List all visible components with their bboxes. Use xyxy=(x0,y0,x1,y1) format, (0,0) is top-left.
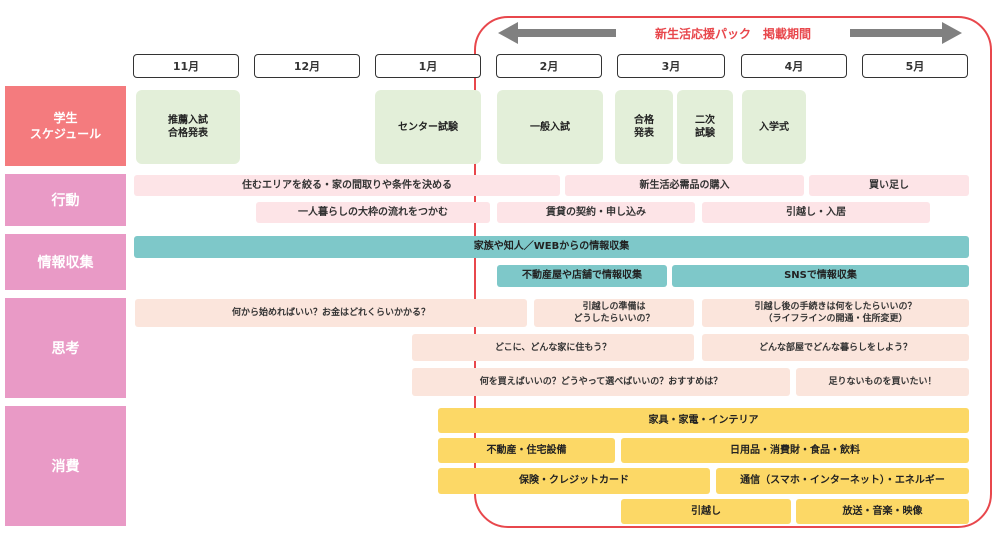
consumption-bar: 不動産・住宅設備 xyxy=(438,438,615,463)
consumption-bar: 日用品・消費財・食品・飲料 xyxy=(621,438,969,463)
action-bar: 新生活必需品の購入 xyxy=(565,175,804,196)
event-center-exam: センター試験 xyxy=(375,90,481,164)
info-bar: 家族や知人／WEBからの情報収集 xyxy=(134,236,969,258)
event-second-exam: 二次 試験 xyxy=(677,90,733,164)
consumption-bar: 通信（スマホ・インターネット）・エネルギー xyxy=(716,468,969,494)
action-bar: 買い足し xyxy=(809,175,969,196)
consumption-bar: 家具・家電・インテリア xyxy=(438,408,969,433)
arrow-left-icon xyxy=(498,22,616,44)
campaign-period-frame xyxy=(474,16,992,528)
thinking-bar: どんな部屋でどんな暮らしをしよう？ xyxy=(702,334,969,361)
info-bar: 不動産屋や店舗で情報収集 xyxy=(497,265,667,287)
arrow-right-icon xyxy=(850,22,962,44)
thinking-bar: どこに、どんな家に住もう？ xyxy=(412,334,694,361)
consumption-bar: 保険・クレジットカード xyxy=(438,468,710,494)
month-header: 4月 xyxy=(741,54,847,78)
thinking-bar: 何を買えばいいの？どうやって選べばいいの？おすすめは？ xyxy=(412,368,790,396)
thinking-bar: 引越しの準備は どうしたらいいの？ xyxy=(534,299,694,327)
month-header: 3月 xyxy=(617,54,725,78)
action-bar: 賃貸の契約・申し込み xyxy=(497,202,695,223)
consumption-bar: 放送・音楽・映像 xyxy=(796,499,969,524)
thinking-bar: 足りないものを買いたい！ xyxy=(796,368,969,396)
month-header: 5月 xyxy=(862,54,968,78)
row-label-thinking: 思考 xyxy=(5,298,126,398)
row-label-student-schedule: 学生 スケジュール xyxy=(5,86,126,166)
campaign-title: 新生活応援パック 掲載期間 xyxy=(654,27,811,41)
event-entrance: 入学式 xyxy=(742,90,806,164)
thinking-bar: 何から始めればいい？お金はどれくらいかかる？ xyxy=(135,299,527,327)
event-acceptance: 合格 発表 xyxy=(615,90,673,164)
thinking-bar: 引越し後の手続きは何をしたらいいの？ （ライフラインの開通・住所変更） xyxy=(702,299,969,327)
event-suisen: 推薦入試 合格発表 xyxy=(136,90,240,164)
action-bar: 一人暮らしの大枠の流れをつかむ xyxy=(256,202,490,223)
event-general-exam: 一般入試 xyxy=(497,90,603,164)
action-bar: 引越し・入居 xyxy=(702,202,930,223)
row-label-consumption: 消費 xyxy=(5,406,126,526)
month-header: 11月 xyxy=(133,54,239,78)
month-header: 12月 xyxy=(254,54,360,78)
consumption-bar: 引越し xyxy=(621,499,791,524)
month-header: 2月 xyxy=(496,54,602,78)
info-bar: SNSで情報収集 xyxy=(672,265,969,287)
action-bar: 住むエリアを絞る・家の間取りや条件を決める xyxy=(134,175,560,196)
row-label-info: 情報収集 xyxy=(5,234,126,290)
month-header: 1月 xyxy=(375,54,481,78)
row-label-action: 行動 xyxy=(5,174,126,226)
